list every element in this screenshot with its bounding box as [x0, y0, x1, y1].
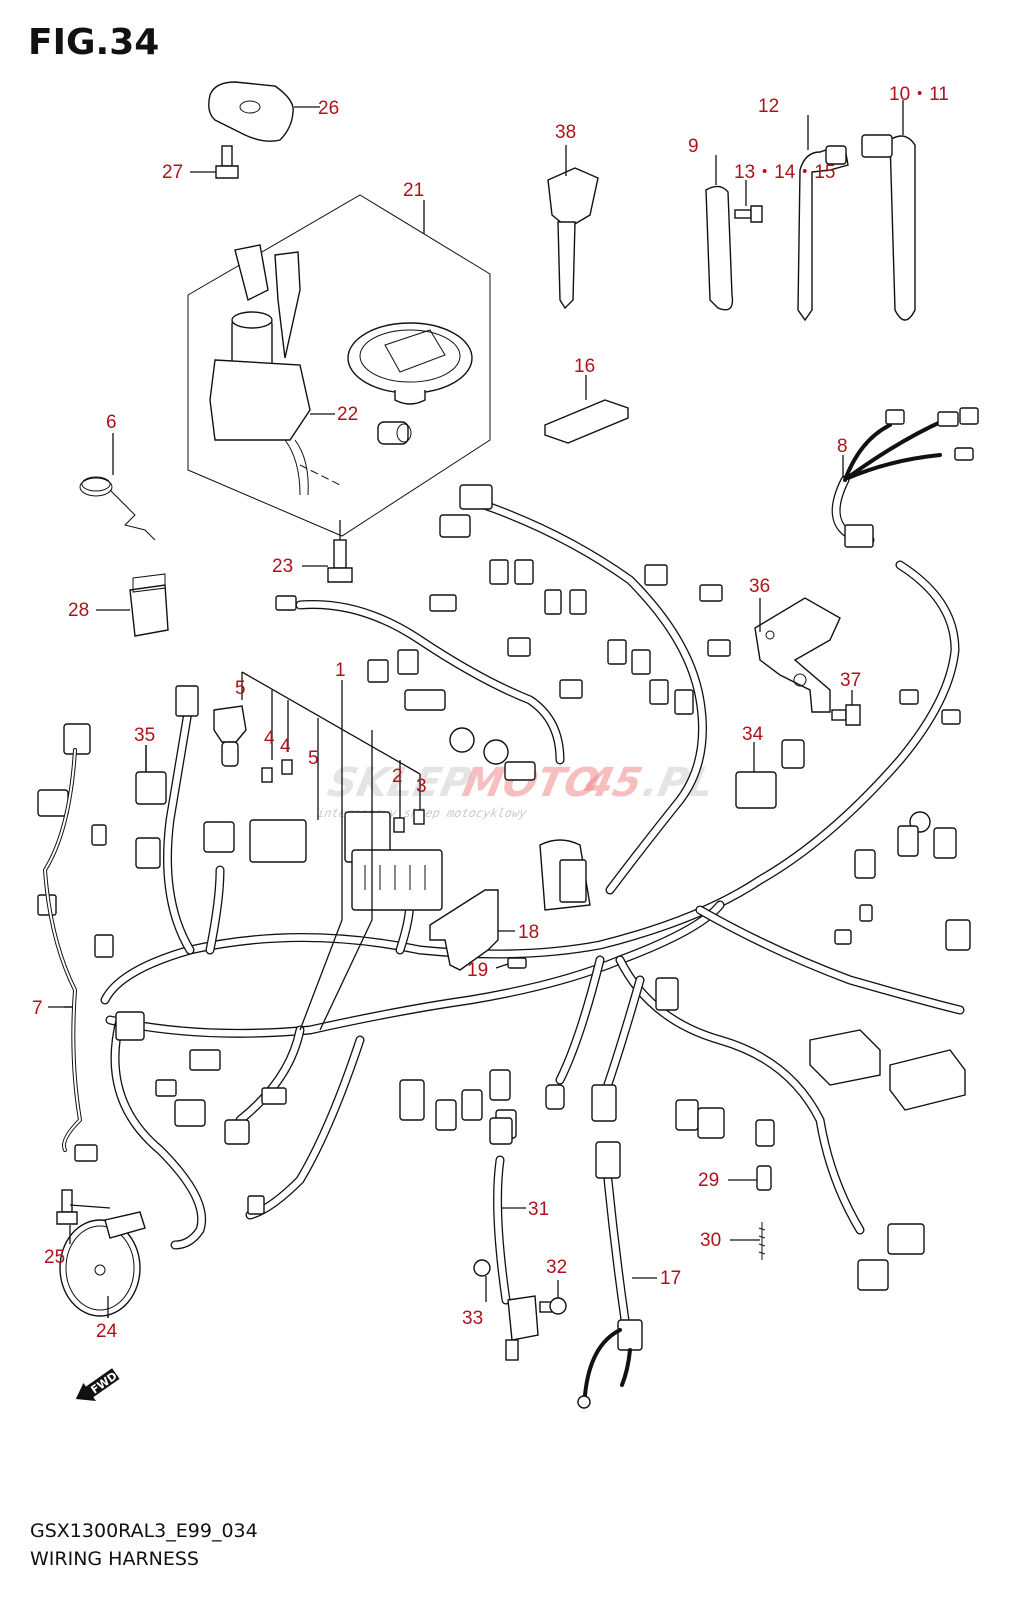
- part-27-switch: [728, 1165, 772, 1191]
- callout-32: 24: [96, 1321, 118, 1342]
- fwd-label: FWD: [89, 1369, 120, 1396]
- part-34-relay: [735, 739, 805, 809]
- callout-31: 33: [462, 1308, 483, 1329]
- model-code: GSX1300RAL3_E99_034: [30, 1520, 258, 1542]
- callout-21: 21: [403, 180, 424, 201]
- part-18-lead-wire: [577, 1141, 657, 1409]
- part-35-relay: [135, 745, 167, 805]
- callout-4b: 4: [280, 736, 291, 757]
- callout-37: 37: [840, 670, 861, 691]
- part-30-screw: [539, 1280, 567, 1315]
- callout-labels: 26 27 21 22 23 38 9 13・14・15 12 10・11 16…: [32, 84, 949, 1342]
- part-6-cap: [213, 705, 247, 767]
- callout-33: 25: [44, 1247, 65, 1268]
- seat-lock: [377, 421, 412, 445]
- callout-12: 10・11: [889, 84, 949, 105]
- watermark-brand-3: 45: [580, 758, 647, 805]
- callout-20: 19: [467, 960, 488, 981]
- part-21-lock-set: [187, 194, 491, 537]
- callout-5-label: 5: [308, 748, 319, 769]
- callout-1: 1: [335, 660, 346, 681]
- leader-lines-group: [241, 671, 421, 1031]
- callout-29: 31: [528, 1199, 549, 1220]
- callout-2: 2: [392, 766, 403, 787]
- callout-9: 8: [837, 436, 848, 457]
- callout-4a: 4: [264, 728, 275, 749]
- callout-17: 16: [574, 356, 595, 377]
- callout-36: 36: [749, 576, 770, 597]
- callout-38: 38: [555, 122, 576, 143]
- callout-16: 13・14・15: [734, 162, 835, 183]
- section-name: WIRING HARNESS: [30, 1548, 199, 1570]
- callout-13-14-15: 12: [758, 96, 779, 117]
- part-20-screw: [495, 957, 527, 969]
- part-1-main-harness: [37, 484, 971, 1291]
- part-36-bracket: [754, 597, 841, 713]
- callout-24: 26: [318, 98, 339, 119]
- callout-35: 35: [134, 725, 155, 746]
- callout-34: 34: [742, 724, 764, 745]
- callout-25: 27: [162, 162, 183, 183]
- part-33-bolt: [56, 1189, 111, 1244]
- part-24-cover: [208, 81, 320, 142]
- connector: [459, 484, 493, 510]
- part-37-bolt: [831, 690, 861, 726]
- callout-30: 32: [546, 1257, 567, 1278]
- callout-6: 5: [235, 678, 246, 699]
- callout-10-11: 9: [688, 136, 699, 157]
- callout-7: 6: [106, 412, 117, 433]
- part-17-cushion: [544, 375, 629, 444]
- part-8-harness: [42, 748, 98, 1162]
- callout-26: 28: [68, 600, 89, 621]
- callout-3: 3: [416, 776, 427, 797]
- callout-28: 30: [700, 1230, 721, 1251]
- part-31-switch: [473, 1259, 539, 1361]
- part-7-spring: [79, 433, 156, 541]
- fuel-cap: [347, 322, 473, 405]
- part-9-harness: [831, 407, 979, 548]
- part-23-bolt: [302, 539, 353, 583]
- callout-18: 17: [660, 1268, 681, 1289]
- part-16-screw: [734, 180, 763, 223]
- fwd-arrow-icon: FWD: [75, 1368, 120, 1401]
- part-25-screw: [190, 145, 239, 179]
- callout-19: 18: [518, 922, 539, 943]
- figure-title: FIG.34: [28, 22, 160, 63]
- callout-22: 22: [337, 404, 358, 425]
- callout-23: 23: [272, 556, 293, 577]
- part-19-bracket: [429, 889, 515, 971]
- callout-8: 7: [32, 998, 43, 1019]
- part-10-11-clamp: [705, 155, 734, 311]
- callout-27: 29: [698, 1170, 719, 1191]
- part-32-horn: [59, 1211, 146, 1318]
- part-22-ignition-switch: [209, 244, 341, 496]
- part-28-spring: [730, 1222, 766, 1260]
- part-29-lead-wire: [489, 1117, 526, 1305]
- part-26-cap: [96, 573, 169, 637]
- part-38-key: [547, 145, 599, 310]
- part-12-clamp: [861, 100, 916, 321]
- part-13-14-15-clamp: [797, 115, 849, 322]
